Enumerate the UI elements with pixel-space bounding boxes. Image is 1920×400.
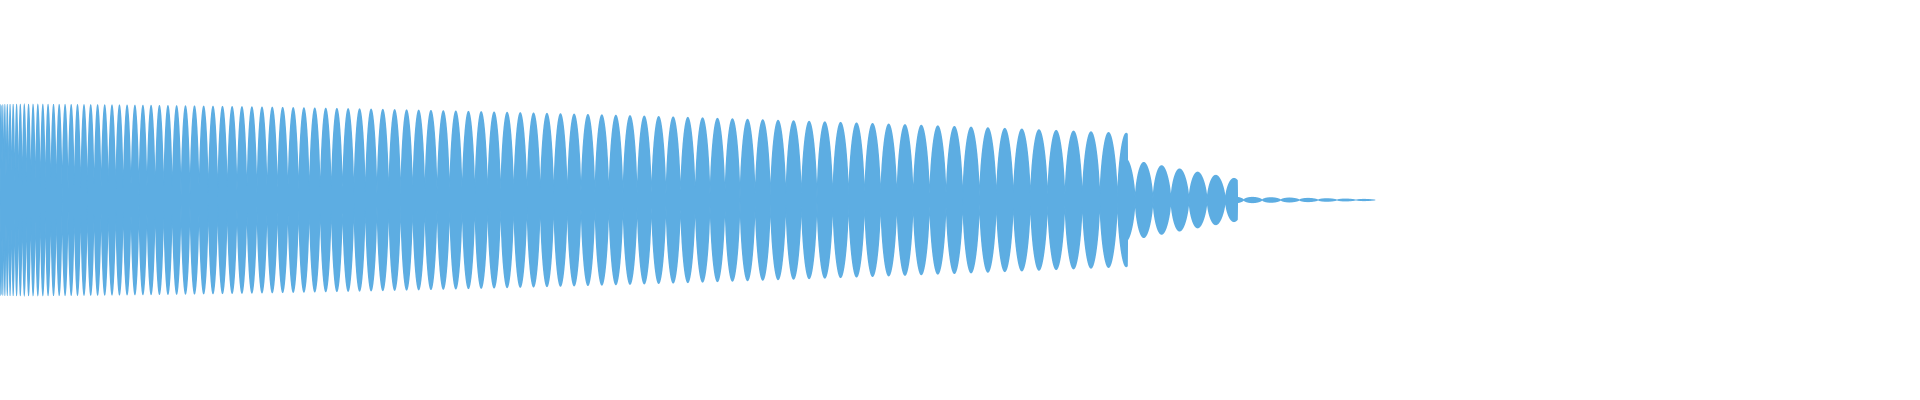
waveform-shape	[0, 102, 1376, 298]
